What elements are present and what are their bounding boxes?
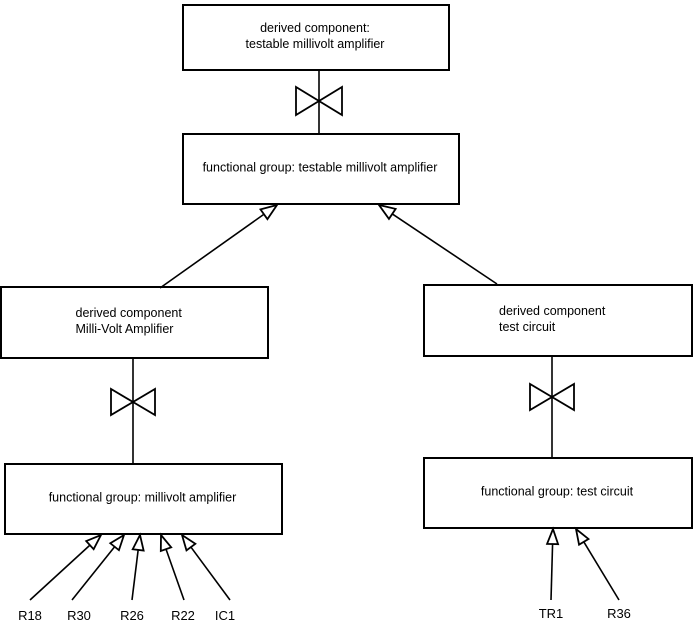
arrow-shaft [131, 549, 139, 601]
arrow-head [108, 532, 126, 552]
arrow-shaft [583, 541, 620, 601]
node-box-outline [182, 4, 450, 71]
leaf-label-label-tr1: TR1 [539, 606, 564, 621]
arrow-shaft [391, 213, 498, 285]
node-label: functional group: testable millivolt amp… [203, 160, 438, 174]
node-box-outline [182, 133, 460, 205]
leaf-arrow-arrow-r36 [574, 526, 620, 601]
node-box-fg-mv-amp[interactable]: functional group: millivolt amplifier [4, 463, 283, 535]
label-layer: R18 R30 R26 R22 IC1 TR1 R36 [18, 606, 631, 623]
arrow-shaft [190, 546, 231, 601]
leaf-arrow-arrow-r26 [131, 532, 145, 601]
arrow-shaft [29, 544, 91, 601]
bowtie-right-triangle [317, 85, 343, 117]
node-box-outline [423, 284, 693, 357]
arrow-head [545, 526, 560, 546]
arrow-head [159, 532, 173, 553]
leaf-label-label-r26: R26 [120, 608, 144, 623]
bowtie-connector [529, 355, 575, 457]
node-label: test circuit [499, 320, 556, 334]
leaf-arrow-arrow-r18 [29, 533, 103, 601]
leaf-arrow-arrow-ic1 [180, 532, 231, 601]
node-box-outline [423, 457, 693, 529]
bowtie-right-triangle [131, 387, 156, 417]
node-box-fg-test-circuit[interactable]: functional group: test circuit [423, 457, 693, 529]
node-label: derived component [499, 304, 606, 318]
node-box-fg-testable-mv-amp[interactable]: functional group: testable millivolt amp… [182, 133, 460, 205]
leaf-arrow-arrow-r30 [71, 532, 126, 601]
box-layer: derived component: testable millivolt amp… [0, 4, 693, 535]
bowtie-connector [295, 69, 343, 133]
leaf-label-label-r22: R22 [171, 608, 195, 623]
bowtie-left-triangle [110, 387, 135, 417]
node-box-derived-testable-mv-amp[interactable]: derived component: testable millivolt amp… [182, 4, 450, 71]
node-label: functional group: test circuit [481, 484, 634, 498]
node-label: derived component [76, 306, 183, 320]
arrow-shaft [550, 543, 554, 601]
arrow-shaft [71, 546, 116, 601]
bowtie-right-triangle [550, 382, 575, 412]
node-label: derived component: [260, 21, 370, 35]
leaf-arrow-arrow-tr1 [545, 526, 560, 601]
arrow-head [131, 532, 145, 552]
leaf-label-label-r18: R18 [18, 608, 42, 623]
leaf-label-label-r36: R36 [607, 606, 631, 621]
arrow-head [180, 532, 197, 552]
node-label: testable millivolt amplifier [246, 37, 385, 51]
generalization-arrow-arrow-mv-amp-to-testable [159, 203, 280, 289]
arrow-head [574, 526, 591, 547]
node-box-outline [0, 286, 269, 359]
bowtie-left-triangle [529, 382, 554, 412]
node-box-outline [4, 463, 283, 535]
arrow-shaft [159, 213, 265, 289]
arrow-shaft [165, 548, 185, 601]
node-label: Milli-Volt Amplifier [76, 322, 174, 336]
arrow-head [84, 533, 103, 551]
node-label: functional group: millivolt amplifier [49, 490, 237, 504]
connector-layer [110, 69, 575, 463]
generalization-arrow-arrow-test-circuit-to-testable [376, 203, 498, 285]
arrow-layer [29, 203, 620, 601]
arrow-head [376, 203, 398, 221]
leaf-arrow-arrow-r22 [159, 532, 185, 601]
arrow-head [258, 203, 280, 221]
bowtie-left-triangle [295, 85, 321, 117]
node-box-derived-test-circuit[interactable]: derived component test circuit [423, 284, 693, 357]
bowtie-connector [110, 357, 156, 463]
leaf-label-label-ic1: IC1 [215, 608, 235, 623]
leaf-label-label-r30: R30 [67, 608, 91, 623]
